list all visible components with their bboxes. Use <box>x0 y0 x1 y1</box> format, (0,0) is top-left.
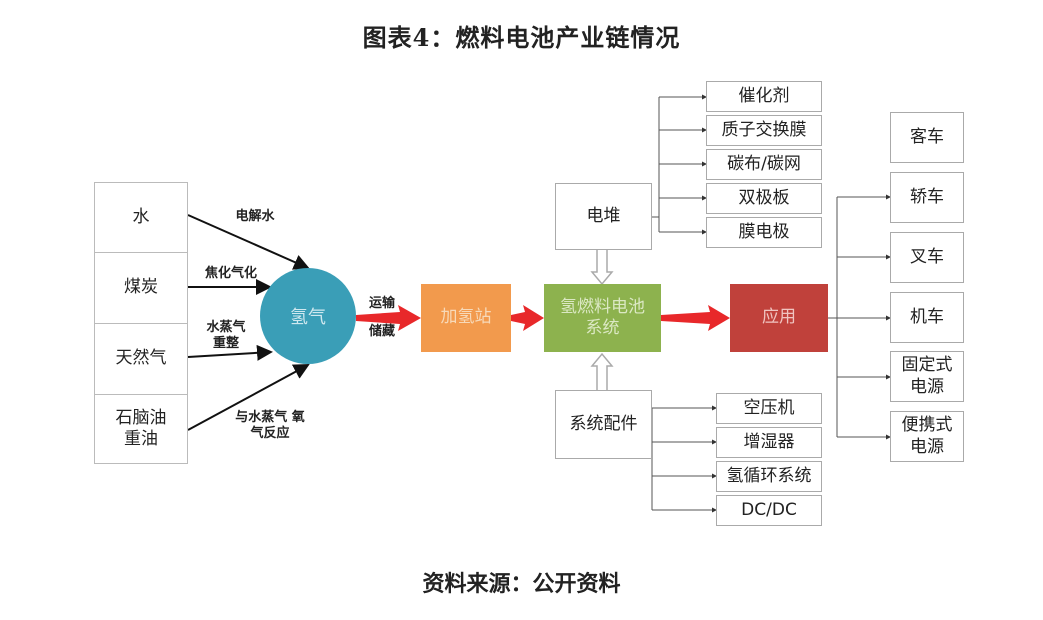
application-node: 应用 <box>730 284 828 352</box>
stack-component: 碳布/碳网 <box>706 149 822 180</box>
source-naphtha-heavy-oil: 石脑油 重油 <box>94 394 188 464</box>
application-item: 固定式 电源 <box>890 351 964 402</box>
process-label-electrolysis: 电解水 <box>235 209 275 224</box>
application-item: 轿车 <box>890 172 964 223</box>
arrow-gas <box>187 344 273 361</box>
accessory-component: 空压机 <box>716 393 822 424</box>
hydrogen-station-node: 加氢站 <box>421 284 511 352</box>
fuel-cell-system-node: 氢燃料电池 系统 <box>544 284 661 352</box>
hollow-arrow-accessories <box>590 352 614 392</box>
accessory-component: DC/DC <box>716 495 822 526</box>
flow-arrow-fcs-app <box>661 305 730 331</box>
source-natural-gas: 天然气 <box>94 323 188 395</box>
hydrogen-node: 氢气 <box>260 268 356 364</box>
application-item: 机车 <box>890 292 964 343</box>
application-item: 便携式 电源 <box>890 411 964 462</box>
application-item: 叉车 <box>890 232 964 283</box>
process-label-steam-oxygen: 与水蒸气 氧 气反应 <box>235 410 305 441</box>
process-label-steam-reforming: 水蒸气 重整 <box>206 320 246 351</box>
transport-label: 运输 <box>368 296 395 311</box>
stack-component: 质子交换膜 <box>706 115 822 146</box>
arrow-oil <box>187 364 310 431</box>
hollow-arrow-stack <box>590 250 614 286</box>
flow-arrow-hydrogen-station <box>356 305 421 331</box>
process-label-coking: 焦化气化 <box>204 266 257 281</box>
source-water: 水 <box>94 182 188 253</box>
storage-label: 储藏 <box>368 324 395 339</box>
source-coal: 煤炭 <box>94 252 188 324</box>
flow-arrow-station-fcs <box>511 305 544 331</box>
stack-component: 双极板 <box>706 183 822 214</box>
arrow-water <box>187 214 310 270</box>
accessories-node: 系统配件 <box>555 390 652 459</box>
accessory-component: 增湿器 <box>716 427 822 458</box>
figure-title: 图表4：燃料电池产业链情况 <box>362 23 681 52</box>
stack-node: 电堆 <box>555 183 652 250</box>
accessory-component: 氢循环系统 <box>716 461 822 492</box>
application-item: 客车 <box>890 112 964 163</box>
source-note: 资料来源：公开资料 <box>422 571 621 597</box>
stack-component: 膜电极 <box>706 217 822 248</box>
stack-component: 催化剂 <box>706 81 822 112</box>
